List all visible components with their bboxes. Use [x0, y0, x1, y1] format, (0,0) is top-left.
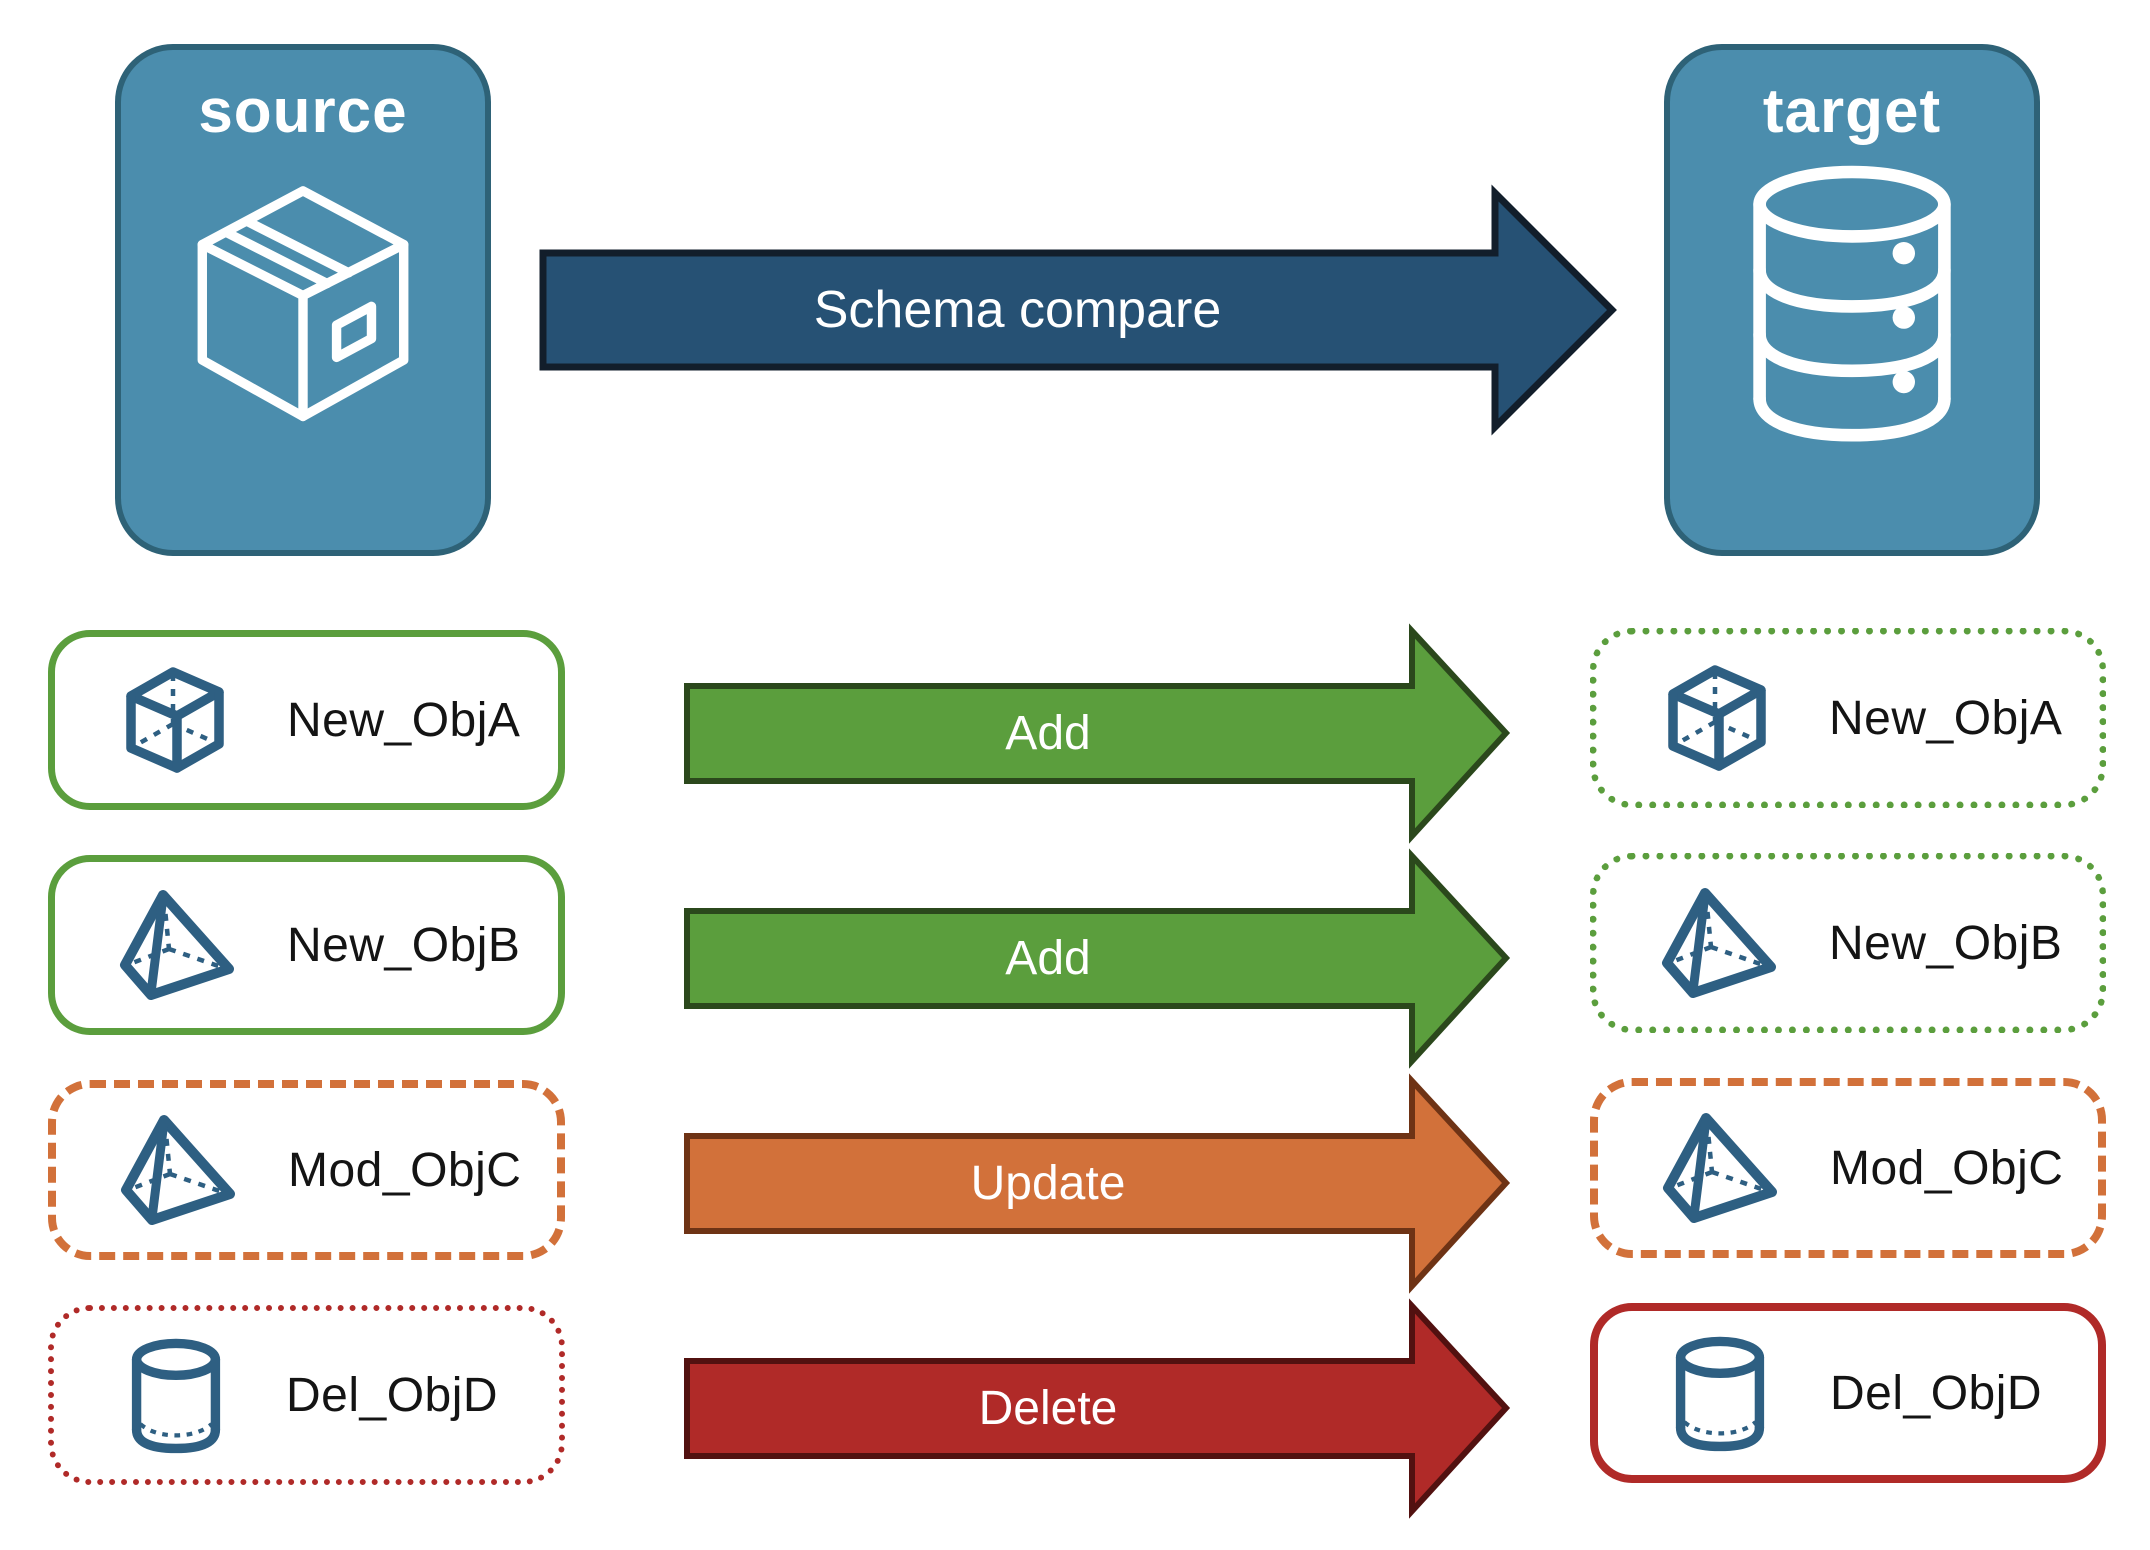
target-object-card: Del_ObjD: [1590, 1303, 2106, 1483]
target-object-card: New_ObjB: [1590, 853, 2106, 1033]
target-node: target: [1664, 44, 2040, 556]
target-object-card: New_ObjA: [1590, 628, 2106, 808]
source-node: source: [115, 44, 491, 556]
pyramid-icon: [118, 1109, 238, 1231]
cube-icon: [117, 659, 237, 781]
pyramid-icon: [1660, 1107, 1780, 1229]
object-label: Mod_ObjC: [1830, 1141, 2064, 1195]
object-label: Del_ObjD: [286, 1368, 499, 1422]
source-title: source: [198, 77, 408, 146]
cylinder-icon: [1660, 1332, 1780, 1454]
update-arrow-shape: [684, 1073, 1511, 1294]
source-object-card: New_ObjB: [48, 855, 565, 1035]
object-label: Del_ObjD: [1830, 1366, 2043, 1420]
pyramid-icon: [1659, 882, 1779, 1004]
package-icon: [162, 161, 444, 449]
update-arrow-label: Update: [970, 1157, 1126, 1210]
add-arrow: Add: [684, 623, 1511, 844]
object-label: New_ObjA: [1829, 691, 2063, 745]
delete-arrow-shape: [684, 1298, 1511, 1519]
object-label: Mod_ObjC: [288, 1143, 522, 1197]
database-icon: [1733, 157, 1971, 453]
add-arrow-shape: [684, 848, 1511, 1069]
schema-compare-arrow: Schema compare: [539, 184, 1617, 436]
update-arrow: Update: [684, 1073, 1511, 1294]
source-object-card: Del_ObjD: [48, 1305, 565, 1485]
target-object-card: Mod_ObjC: [1590, 1078, 2106, 1258]
object-label: New_ObjB: [287, 918, 521, 972]
add-arrow-shape: [684, 623, 1511, 844]
cylinder-icon: [116, 1334, 236, 1456]
source-object-card: New_ObjA: [48, 630, 565, 810]
pyramid-icon: [117, 884, 237, 1006]
target-title: target: [1762, 77, 1942, 146]
add-arrow-label: Add: [1005, 932, 1091, 985]
schema-compare-label: Schema compare: [813, 281, 1222, 339]
object-label: New_ObjB: [1829, 916, 2063, 970]
schema-compare-arrow-shape: [539, 184, 1617, 436]
object-label: New_ObjA: [287, 693, 521, 747]
source-object-card: Mod_ObjC: [48, 1080, 565, 1260]
cube-icon: [1659, 657, 1779, 779]
delete-arrow-label: Delete: [978, 1382, 1118, 1435]
add-arrow: Add: [684, 848, 1511, 1069]
delete-arrow: Delete: [684, 1298, 1511, 1519]
add-arrow-label: Add: [1005, 707, 1091, 760]
